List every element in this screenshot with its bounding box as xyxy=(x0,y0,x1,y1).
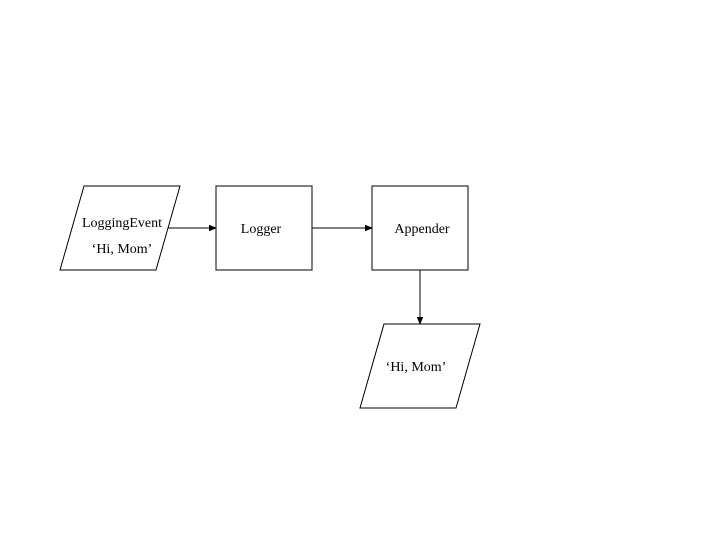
logger-shape xyxy=(215,185,313,271)
output-node: ‘Hi, Mom’ xyxy=(359,323,481,409)
logger-label: Logger xyxy=(241,222,282,237)
logger-node: Logger xyxy=(215,185,313,271)
appender-label: Appender xyxy=(394,222,450,237)
output-message: ‘Hi, Mom’ xyxy=(386,360,447,375)
logging-event-node: LoggingEvent ‘Hi, Mom’ xyxy=(59,185,181,271)
appender-shape xyxy=(371,185,469,271)
output-shape xyxy=(359,323,481,409)
logging-event-title: LoggingEvent xyxy=(82,216,162,231)
appender-node: Appender xyxy=(371,185,469,271)
logging-event-message: ‘Hi, Mom’ xyxy=(92,242,153,257)
logging-event-shape xyxy=(59,185,181,271)
